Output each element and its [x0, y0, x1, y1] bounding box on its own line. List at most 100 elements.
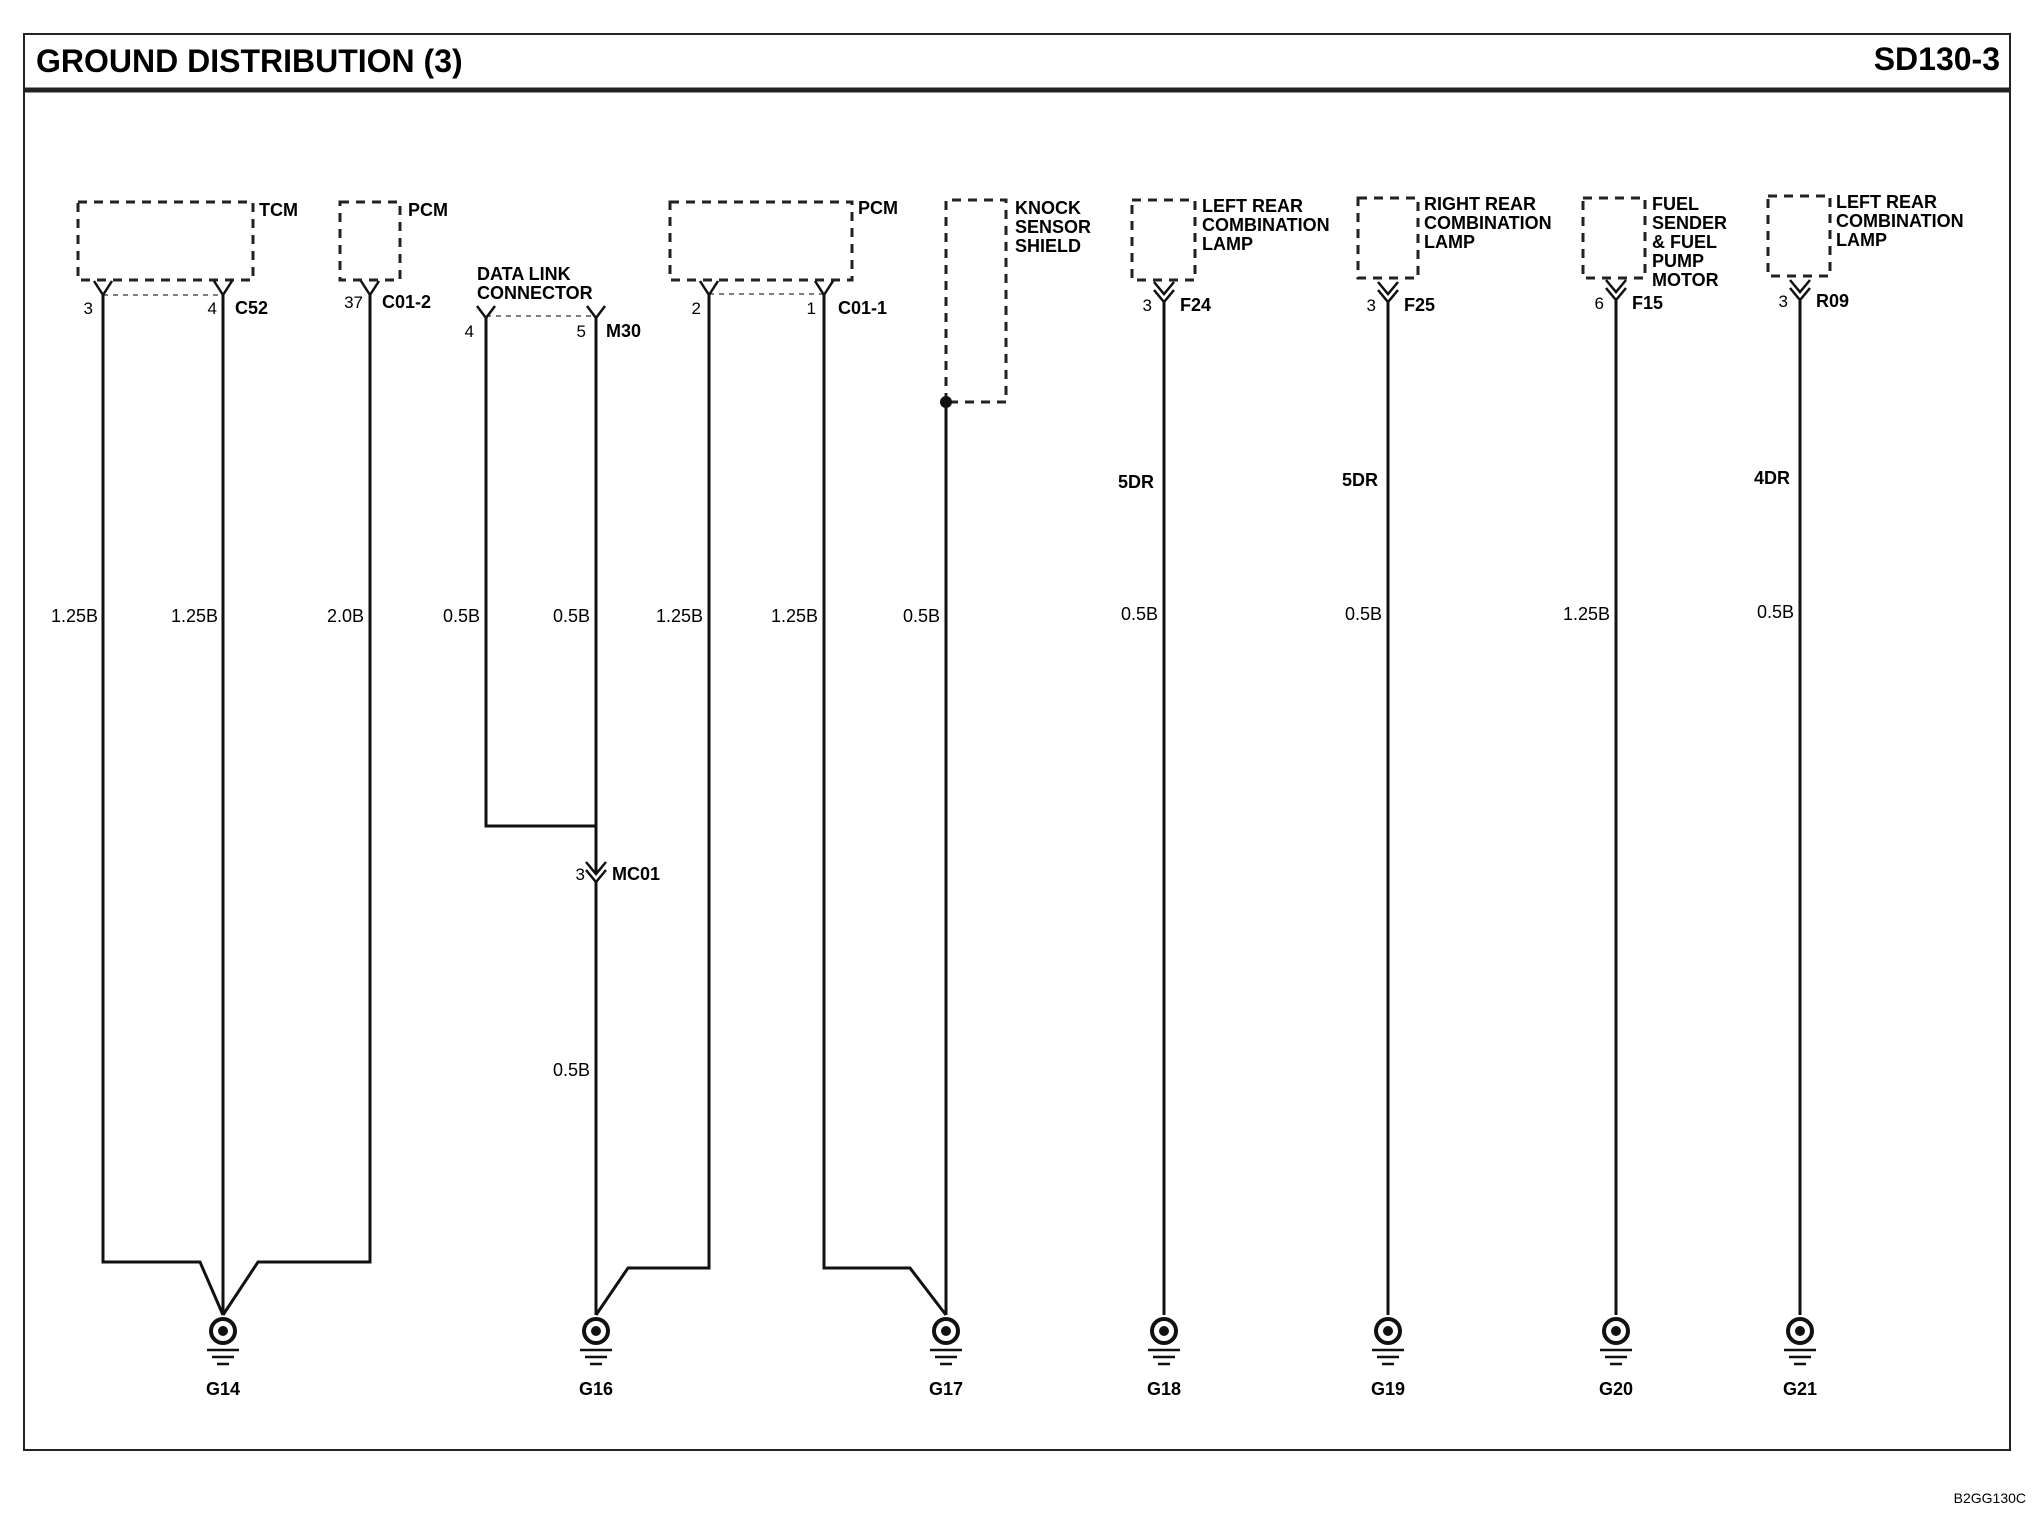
wire-dlc-4: [484, 318, 598, 874]
mc01-pin-3: 3: [576, 865, 585, 884]
wire-label: 5DR: [1342, 470, 1378, 490]
lrcl-2-label-3: LAMP: [1836, 230, 1887, 250]
pcm-pin-2: 2: [692, 299, 701, 318]
wire-label: 1.25B: [51, 606, 98, 626]
connector-f24: F24: [1180, 295, 1211, 315]
dlc-pin-5: 5: [577, 322, 586, 341]
pcm-b-label: PCM: [858, 198, 898, 218]
f24-pin-3: 3: [1143, 296, 1152, 315]
connector-f15: F15: [1632, 293, 1663, 313]
pcm-a-box: [338, 200, 402, 282]
ground-dot: [1611, 1326, 1621, 1336]
fuel-label-4: PUMP: [1652, 251, 1704, 271]
ground-dot: [1159, 1326, 1169, 1336]
fuel-label-3: & FUEL: [1652, 232, 1717, 252]
ground-label: G17: [929, 1379, 963, 1399]
diagram-frame: [23, 33, 2011, 1451]
wire-label: 5DR: [1118, 472, 1154, 492]
page-title: GROUND DISTRIBUTION (3): [36, 43, 463, 79]
connector-c01-2: C01-2: [382, 292, 431, 312]
wire-label: 2.0B: [327, 606, 364, 626]
ground-label: G14: [206, 1379, 240, 1399]
wire-label: 0.5B: [1757, 602, 1794, 622]
ground-g14: G14: [206, 1317, 240, 1399]
tcm-pin-3: 3: [84, 299, 93, 318]
r09-connector-bottom: [1789, 287, 1811, 302]
wire-label: 0.5B: [1345, 604, 1382, 624]
rrcl-label-2: COMBINATION: [1424, 213, 1552, 233]
wire-label: 0.5B: [553, 606, 590, 626]
pcm-pin-1: 1: [807, 299, 816, 318]
fuel-sender-box: [1581, 196, 1647, 280]
pcm-pin-1-connector: [813, 280, 835, 298]
wire-label: 0.5B: [553, 1060, 590, 1080]
wire-label: 0.5B: [1121, 604, 1158, 624]
fuel-label-1: FUEL: [1652, 194, 1699, 214]
pcm-pin-37: 37: [344, 293, 363, 312]
lrcl-1-label-1: LEFT REAR: [1202, 196, 1303, 216]
f15-connector-bottom: [1605, 287, 1627, 302]
pcm-pin-37-connector: [359, 280, 381, 298]
tcm-label: TCM: [259, 200, 298, 220]
connector-mc01: MC01: [612, 864, 660, 884]
ground-label: G20: [1599, 1379, 1633, 1399]
ground-dot: [1383, 1326, 1393, 1336]
f24-connector-top: [1153, 281, 1175, 296]
connector-r09: R09: [1816, 291, 1849, 311]
ground-label: G19: [1371, 1379, 1405, 1399]
ground-label: G16: [579, 1379, 613, 1399]
ground-dot: [941, 1326, 951, 1336]
ground-label: G18: [1147, 1379, 1181, 1399]
f24-connector-bottom: [1153, 289, 1175, 304]
connector-c52: C52: [235, 298, 268, 318]
f25-pin-3: 3: [1367, 296, 1376, 315]
knock-sensor-shield-box: [944, 198, 1008, 404]
f25-connector-top: [1377, 281, 1399, 296]
knock-label-3: SHIELD: [1015, 236, 1081, 256]
r09-connector-top: [1789, 279, 1811, 294]
wire-label: 4DR: [1754, 468, 1790, 488]
knock-label-2: SENSOR: [1015, 217, 1091, 237]
ground-g16: G16: [579, 1317, 613, 1399]
wire-label: 0.5B: [443, 606, 480, 626]
wire-label: 1.25B: [1563, 604, 1610, 624]
dlc-pin-4: 4: [465, 322, 474, 341]
lrcl-2-label-2: COMBINATION: [1836, 211, 1964, 231]
connector-c01-1: C01-1: [838, 298, 887, 318]
dlc-pin-4-connector: [476, 305, 496, 321]
ground-dot: [591, 1326, 601, 1336]
ground-dot: [218, 1326, 228, 1336]
knock-label-1: KNOCK: [1015, 198, 1081, 218]
tcm-box: [76, 200, 255, 282]
ground-g17: G17: [929, 1317, 963, 1399]
rrcl-label-3: LAMP: [1424, 232, 1475, 252]
wire-label: 0.5B: [903, 606, 940, 626]
tcm-pin-4: 4: [208, 299, 217, 318]
f15-pin-6: 6: [1595, 294, 1604, 313]
ground-g18: G18: [1147, 1317, 1181, 1399]
lrcl-1-label-2: COMBINATION: [1202, 215, 1330, 235]
ground-label: G21: [1783, 1379, 1817, 1399]
wire-pcm-2: [594, 295, 711, 1316]
pcm-pin-2-connector: [698, 280, 720, 298]
wire-label: 1.25B: [171, 606, 218, 626]
wire-label: 1.25B: [656, 606, 703, 626]
wire-pcm-1: [822, 295, 948, 1316]
dlc-label-1: DATA LINK: [477, 264, 571, 284]
lrcl-2-label-1: LEFT REAR: [1836, 192, 1937, 212]
rrcl-box: [1356, 196, 1420, 280]
page-id: SD130-3: [1874, 41, 2000, 77]
connector-f25: F25: [1404, 295, 1435, 315]
lrcl-2-box: [1766, 194, 1832, 278]
ground-g21: G21: [1783, 1317, 1817, 1399]
connector-m30: M30: [606, 321, 641, 341]
ground-g20: G20: [1599, 1317, 1633, 1399]
fuel-label-2: SENDER: [1652, 213, 1727, 233]
pcm-b-box: [668, 200, 854, 282]
ground-dot: [1795, 1326, 1805, 1336]
lrcl-1-box: [1130, 198, 1197, 282]
wire-tcm-3: [101, 295, 225, 1316]
tcm-pin-4-connector: [212, 280, 234, 298]
pcm-a-label: PCM: [408, 200, 448, 220]
